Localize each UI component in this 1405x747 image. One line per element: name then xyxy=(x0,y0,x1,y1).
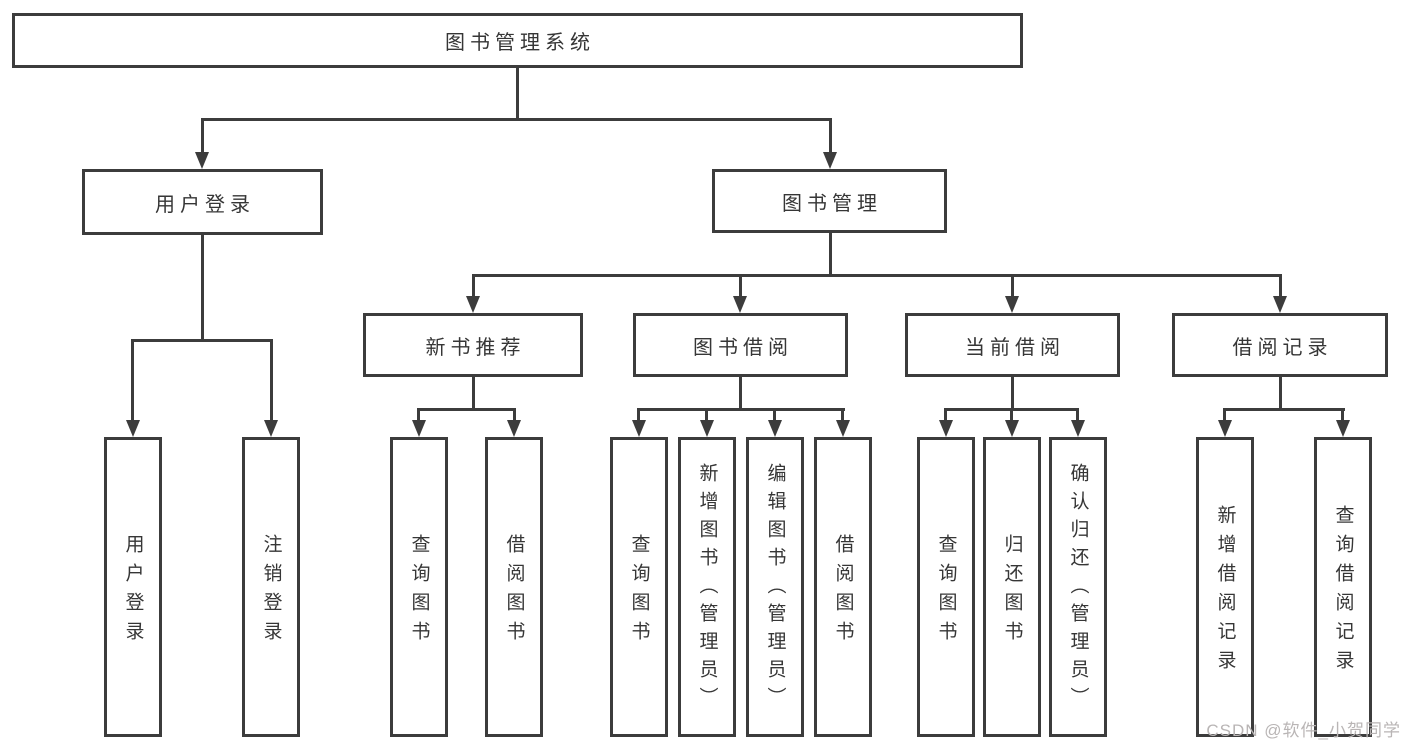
arrowhead-icon xyxy=(1218,420,1232,437)
node-borrow-records: 借阅记录 xyxy=(1172,313,1388,377)
connector-line xyxy=(201,118,204,154)
leaf-query-books-borrow: 查询图书 xyxy=(610,437,668,737)
connector-line xyxy=(1011,377,1014,411)
arrowhead-icon xyxy=(836,420,850,437)
leaf-confirm-return-admin: 确认归还（管理员） xyxy=(1049,437,1107,737)
arrowhead-icon xyxy=(126,420,140,437)
leaf-label: 注销登录 xyxy=(260,534,282,650)
connector-line xyxy=(472,274,475,298)
connector-line xyxy=(1076,408,1079,422)
leaf-label: 查询图书 xyxy=(935,534,957,650)
connector-line xyxy=(516,68,519,118)
arrowhead-icon xyxy=(733,296,747,313)
node-label: 用户登录 xyxy=(155,193,255,216)
arrowhead-icon xyxy=(507,420,521,437)
arrowhead-icon xyxy=(1273,296,1287,313)
leaf-label: 确认归还（管理员） xyxy=(1067,463,1089,715)
leaf-label: 编辑图书（管理员） xyxy=(764,463,786,715)
leaf-add-borrow-record: 新增借阅记录 xyxy=(1196,437,1254,737)
connector-line xyxy=(773,408,776,422)
arrowhead-icon xyxy=(768,420,782,437)
leaf-add-book-admin: 新增图书（管理员） xyxy=(678,437,736,737)
leaf-label: 用户登录 xyxy=(122,534,144,650)
leaf-label: 查询借阅记录 xyxy=(1332,505,1354,679)
connector-line xyxy=(829,118,832,154)
node-book-borrow: 图书借阅 xyxy=(633,313,848,377)
arrowhead-icon xyxy=(466,296,480,313)
connector-line xyxy=(1279,274,1282,298)
arrowhead-icon xyxy=(1005,296,1019,313)
arrowhead-icon xyxy=(823,152,837,169)
connector-line xyxy=(829,233,832,277)
connector-line xyxy=(270,339,273,423)
leaf-user-login: 用户登录 xyxy=(104,437,162,737)
connector-line xyxy=(417,408,516,411)
connector-line xyxy=(944,408,947,422)
connector-line xyxy=(131,339,134,423)
leaf-label: 借阅图书 xyxy=(503,534,525,650)
connector-line xyxy=(739,274,742,298)
leaf-label: 借阅图书 xyxy=(832,534,854,650)
node-label: 图书管理 xyxy=(782,192,882,215)
arrowhead-icon xyxy=(1071,420,1085,437)
connector-line xyxy=(705,408,708,422)
arrowhead-icon xyxy=(264,420,278,437)
node-new-book-recommend: 新书推荐 xyxy=(363,313,583,377)
leaf-label: 查询图书 xyxy=(408,534,430,650)
connector-line xyxy=(201,118,831,121)
connector-line xyxy=(1010,408,1013,422)
leaf-label: 查询图书 xyxy=(628,534,650,650)
arrowhead-icon xyxy=(632,420,646,437)
arrowhead-icon xyxy=(412,420,426,437)
leaf-query-books-recommend: 查询图书 xyxy=(390,437,448,737)
node-label: 借阅记录 xyxy=(1232,336,1333,359)
arrowhead-icon xyxy=(700,420,714,437)
connector-line xyxy=(739,377,742,411)
leaf-query-books-current: 查询图书 xyxy=(917,437,975,737)
arrowhead-icon xyxy=(1005,420,1019,437)
arrowhead-icon xyxy=(1336,420,1350,437)
leaf-borrow-books-recommend: 借阅图书 xyxy=(485,437,543,737)
leaf-logout: 注销登录 xyxy=(242,437,300,737)
node-current-borrow: 当前借阅 xyxy=(905,313,1120,377)
node-book-management: 图书管理 xyxy=(712,169,947,233)
leaf-label: 归还图书 xyxy=(1001,534,1023,650)
connector-line xyxy=(637,408,640,422)
leaf-label: 新增图书（管理员） xyxy=(696,463,718,715)
connector-line xyxy=(1011,274,1014,298)
connector-line xyxy=(513,408,516,422)
arrowhead-icon xyxy=(939,420,953,437)
node-system-root: 图书管理系统 xyxy=(12,13,1023,68)
connector-line xyxy=(841,408,844,422)
csdn-watermark: CSDN @软件_小贺同学 xyxy=(1206,721,1401,740)
arrowhead-icon xyxy=(195,152,209,169)
leaf-query-borrow-record: 查询借阅记录 xyxy=(1314,437,1372,737)
connector-line xyxy=(417,408,420,422)
leaf-edit-book-admin: 编辑图书（管理员） xyxy=(746,437,804,737)
leaf-return-book: 归还图书 xyxy=(983,437,1041,737)
node-label: 新书推荐 xyxy=(425,336,526,359)
connector-line xyxy=(1279,377,1282,411)
connector-line xyxy=(1223,408,1226,422)
node-label: 图书借阅 xyxy=(693,336,793,359)
connector-line xyxy=(1223,408,1345,411)
connector-line xyxy=(131,339,273,342)
node-label: 图书管理系统 xyxy=(445,32,595,54)
leaf-borrow-books: 借阅图书 xyxy=(814,437,872,737)
connector-line xyxy=(1341,408,1344,422)
node-user-login: 用户登录 xyxy=(82,169,323,235)
connector-line xyxy=(637,408,845,411)
connector-line xyxy=(472,377,475,411)
connector-line xyxy=(201,235,204,341)
leaf-label: 新增借阅记录 xyxy=(1214,505,1236,679)
node-label: 当前借阅 xyxy=(965,336,1065,359)
connector-line xyxy=(472,274,1282,277)
